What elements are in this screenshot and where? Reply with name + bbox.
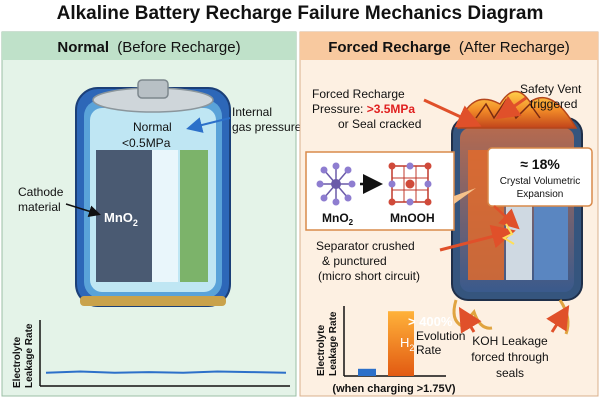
normal-pressure-label-2: <0.5MPa: [122, 136, 171, 150]
cathode-block: [96, 150, 152, 282]
internal-pressure-label-1: Internal: [232, 105, 272, 119]
h2-evolution-label: Evolution: [416, 329, 465, 343]
right-chart-ylabel-2: Leakage Rate: [328, 311, 339, 376]
crystal-right-label: MnOOH: [390, 211, 435, 225]
crystal-conversion-inset: MnO2 MnOOH: [305, 151, 455, 231]
expansion-arrow: [493, 205, 520, 230]
right-header: Forced Recharge (After Recharge): [328, 39, 570, 56]
left-header-band: [2, 32, 296, 60]
left-chart-series-line: [45, 370, 287, 374]
koh-arrow-right: [546, 304, 570, 333]
crystal-left-label: MnO2: [322, 211, 354, 227]
bar-after: [388, 311, 414, 376]
safety-vent-arrow: [495, 95, 527, 120]
page-title: Alkaline Battery Recharge Failure Mechan…: [56, 3, 544, 24]
left-header-rest: (Before Recharge): [117, 39, 240, 56]
left-header: Normal (Before Recharge): [57, 39, 240, 56]
internal-pressure-arrow: [186, 117, 231, 133]
koh-arrow-left: [458, 306, 482, 334]
right-header-bold: Forced Recharge: [328, 39, 451, 56]
bar-before: [358, 368, 376, 376]
left-header-bold: Normal: [57, 39, 109, 56]
right-header-band: [300, 32, 598, 60]
right-chart-note: (when charging >1.75V): [332, 383, 456, 395]
cathode-label-1: Cathode: [18, 185, 64, 199]
short-circuit-spark: [501, 223, 515, 245]
forced-pressure-label-2: Pressure: >3.5MPa: [312, 102, 415, 116]
forced-pressure-arrow: [423, 98, 482, 128]
forced-pressure-value: >3.5MPa: [367, 102, 416, 116]
expansion-box: [487, 147, 593, 207]
normal-pressure-label-1: Normal: [133, 120, 172, 134]
mnooh-lattice: [388, 162, 432, 206]
separator-arrow: [439, 224, 516, 252]
safety-vent-label-2: triggered: [530, 97, 577, 111]
h2-percent: > 400%: [408, 314, 453, 329]
expansion-label-2: Expansion: [517, 189, 564, 200]
h2-rate-label: Rate: [416, 343, 442, 357]
forced-pressure-label-3: or Seal cracked: [338, 117, 421, 131]
separator-label-1: Separator crushed: [316, 239, 415, 253]
separator-label-3: (micro short circuit): [318, 269, 420, 283]
normal-battery: [75, 79, 231, 307]
mno2-lattice: [316, 162, 356, 206]
separator-label-2: & punctured: [322, 254, 387, 268]
expansion-label-1: Crystal Volumetric: [500, 176, 581, 187]
positive-terminal: [137, 79, 169, 99]
cathode-arrow: [65, 203, 101, 218]
cathode-label-2: material: [18, 200, 61, 214]
mno2-label-left: MnO2: [104, 210, 138, 228]
failed-battery: [451, 90, 583, 335]
safety-vent-label-1: Safety Vent: [520, 82, 582, 96]
left-chart-ylabel-1: Electrolyte: [12, 336, 23, 388]
expansion-callout: ≈ 18% Crystal Volumetric Expansion: [487, 147, 593, 207]
koh-label-1: KOH Leakage: [472, 334, 548, 348]
forced-pressure-label-1: Forced Recharge: [312, 87, 405, 101]
expansion-value: ≈ 18%: [520, 156, 560, 172]
inset-pointer: [454, 188, 476, 204]
h2-label: H2: [400, 335, 414, 353]
internal-pressure-label-2: gas pressure: [232, 120, 302, 134]
left-leakage-chart: Electrolyte Leakage Rate: [12, 320, 290, 388]
right-chart-ylabel-1: Electrolyte: [316, 324, 327, 376]
koh-label-3: seals: [496, 366, 524, 380]
left-chart-ylabel-2: Leakage Rate: [24, 323, 35, 388]
koh-label-2: forced through: [471, 350, 548, 364]
right-leakage-chart: Electrolyte Leakage Rate > 400% H2 Evolu…: [316, 306, 465, 395]
right-header-rest: (After Recharge): [459, 39, 570, 56]
